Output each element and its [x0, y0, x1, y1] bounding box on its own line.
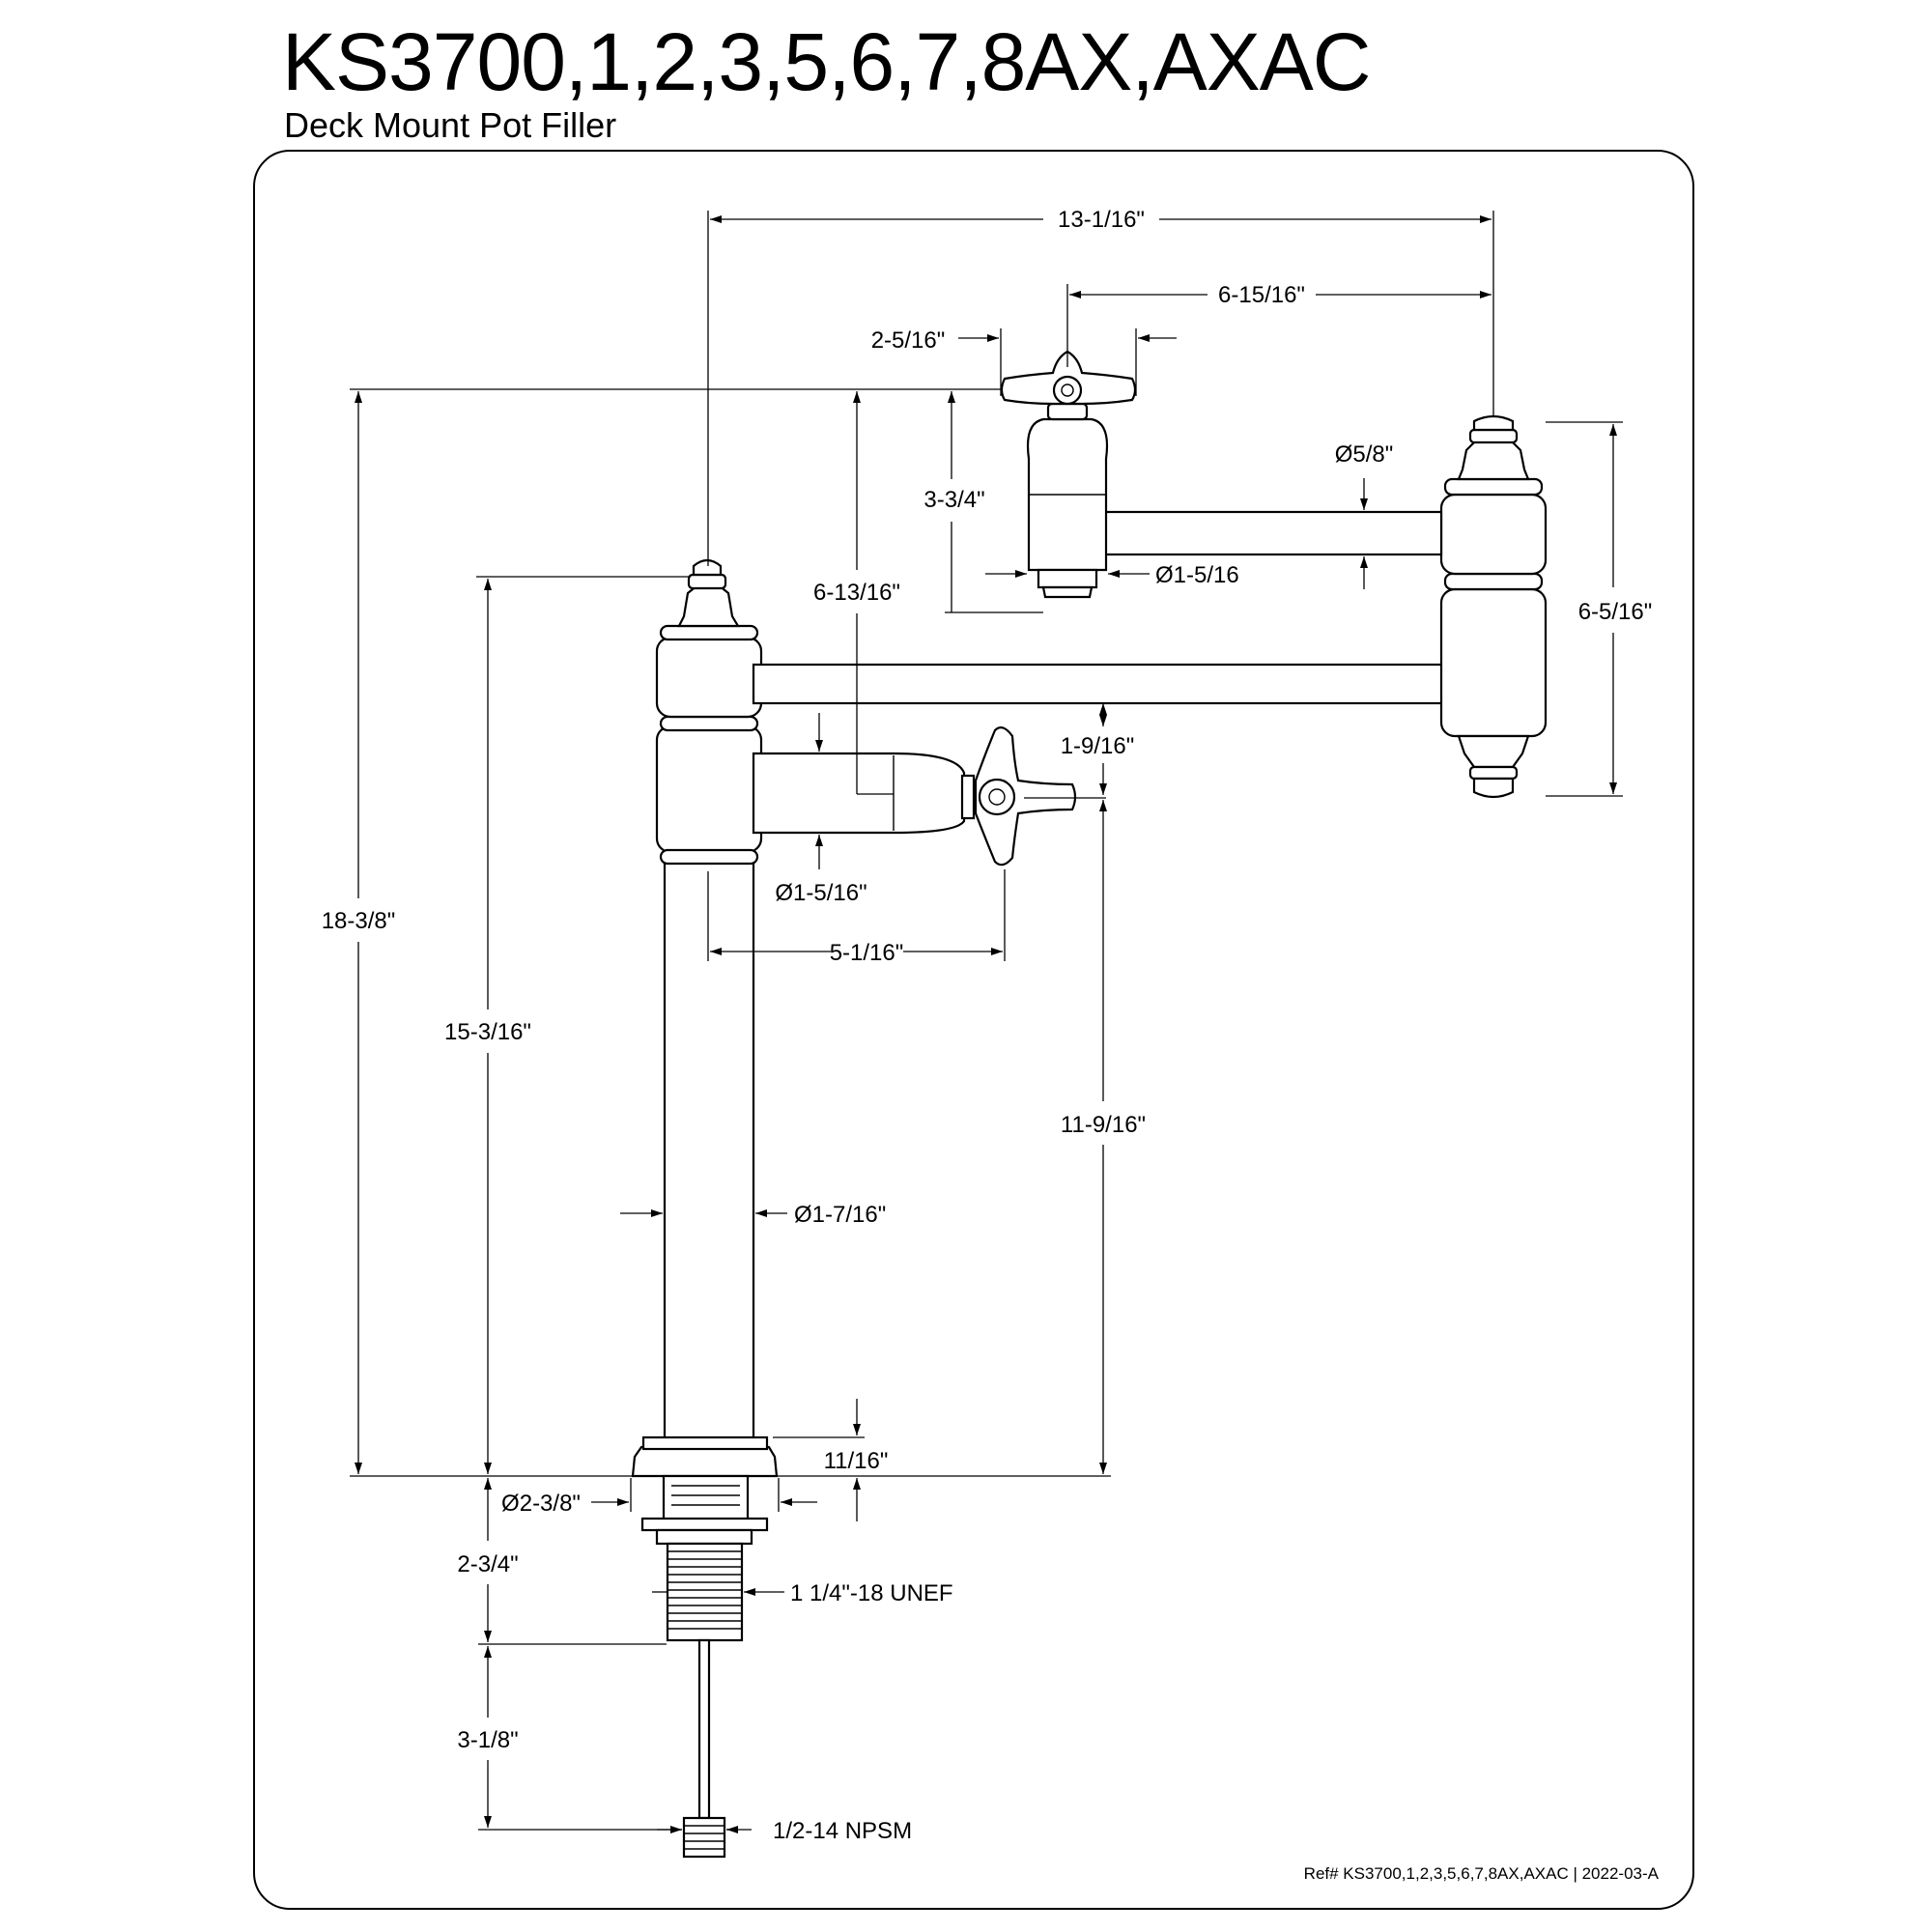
dim-valve-diameter-upper: Ø1-5/16: [1155, 562, 1239, 588]
dim-column-height: 15-3/16": [444, 1019, 531, 1045]
dim-overall-width: 13-1/16": [1058, 207, 1145, 233]
washer: [655, 1528, 753, 1546]
dim-overall-height: 18-3/8": [322, 908, 396, 934]
dim-flange-height: 11/16": [824, 1448, 889, 1474]
shank-threads: [668, 1485, 742, 1630]
lower-ring: [659, 848, 759, 866]
flange-collar: [641, 1435, 769, 1451]
dim-spout-drop: 6-13/16": [813, 580, 900, 606]
dim-handle-to-deck: 11-9/16": [1061, 1112, 1146, 1138]
reference-number: Ref# KS3700,1,2,3,5,6,7,8AX,AXAC | 2022-…: [1304, 1864, 1660, 1883]
lower-valve-body: [752, 752, 966, 835]
elbow-ring-mid: [1443, 572, 1544, 591]
lower-valve-stem: [960, 774, 976, 820]
dim-arm-reach: 6-15/16": [1218, 282, 1305, 308]
faucet-body: [631, 350, 1548, 1859]
elbow-finial-cap: [1472, 414, 1515, 432]
dim-supply-thread: 1/2-14 NPSM: [773, 1818, 912, 1844]
supply-tube: [697, 1638, 711, 1820]
mid-ring: [659, 715, 759, 732]
finial-base: [677, 583, 740, 628]
drawing-frame: [253, 150, 1694, 1910]
elbow-upper-body: [1439, 493, 1548, 576]
top-ring: [659, 624, 759, 641]
dim-valve-diameter-lower: Ø1-5/16": [775, 880, 867, 906]
upper-arm: [1099, 510, 1443, 556]
elbow-bottom-finial: [1457, 734, 1530, 769]
dimension-labels: 13-1/16" 6-15/16" 2-5/16" 3-3/4" Ø5/8" Ø…: [322, 207, 1660, 1883]
finial-cap: [692, 558, 723, 577]
dim-column-diameter: Ø1-7/16": [794, 1202, 886, 1228]
dim-supply-length: 3-1/8": [457, 1727, 518, 1753]
dimension-lines: [350, 211, 1623, 1833]
diagram-title: KS3700,1,2,3,5,6,7,8AX,AXAC: [282, 16, 1371, 107]
diagram-subtitle: Deck Mount Pot Filler: [284, 105, 617, 145]
elbow-lower-body: [1439, 587, 1548, 738]
lock-nut-upper: [640, 1517, 769, 1532]
dim-thread-spec: 1 1/4"-18 UNEF: [790, 1580, 953, 1606]
dim-arm-diameter: Ø5/8": [1335, 441, 1394, 468]
elbow-ring-top: [1443, 477, 1544, 497]
dim-handle-reach: 5-1/16": [830, 940, 904, 966]
dim-elbow-height: 6-5/16": [1578, 599, 1653, 625]
dim-valve-height: 3-3/4": [923, 487, 984, 513]
dim-flange-diameter: Ø2-3/8": [501, 1491, 581, 1517]
upper-body: [655, 636, 763, 719]
threaded-shank: [666, 1542, 744, 1642]
dim-handle-width: 2-5/16": [871, 327, 946, 354]
lower-arm: [752, 663, 1444, 705]
upper-valve-base: [1037, 568, 1098, 589]
dim-shank-length: 2-3/4": [457, 1551, 518, 1577]
supply-fitting: [682, 1816, 726, 1859]
dim-handle-offset: 1-9/16": [1061, 733, 1135, 759]
deck-flange: [631, 1445, 779, 1478]
lower-body: [655, 724, 763, 854]
finial-collar: [687, 573, 727, 590]
elbow-finial-base: [1457, 439, 1530, 481]
main-column: [663, 861, 755, 1441]
